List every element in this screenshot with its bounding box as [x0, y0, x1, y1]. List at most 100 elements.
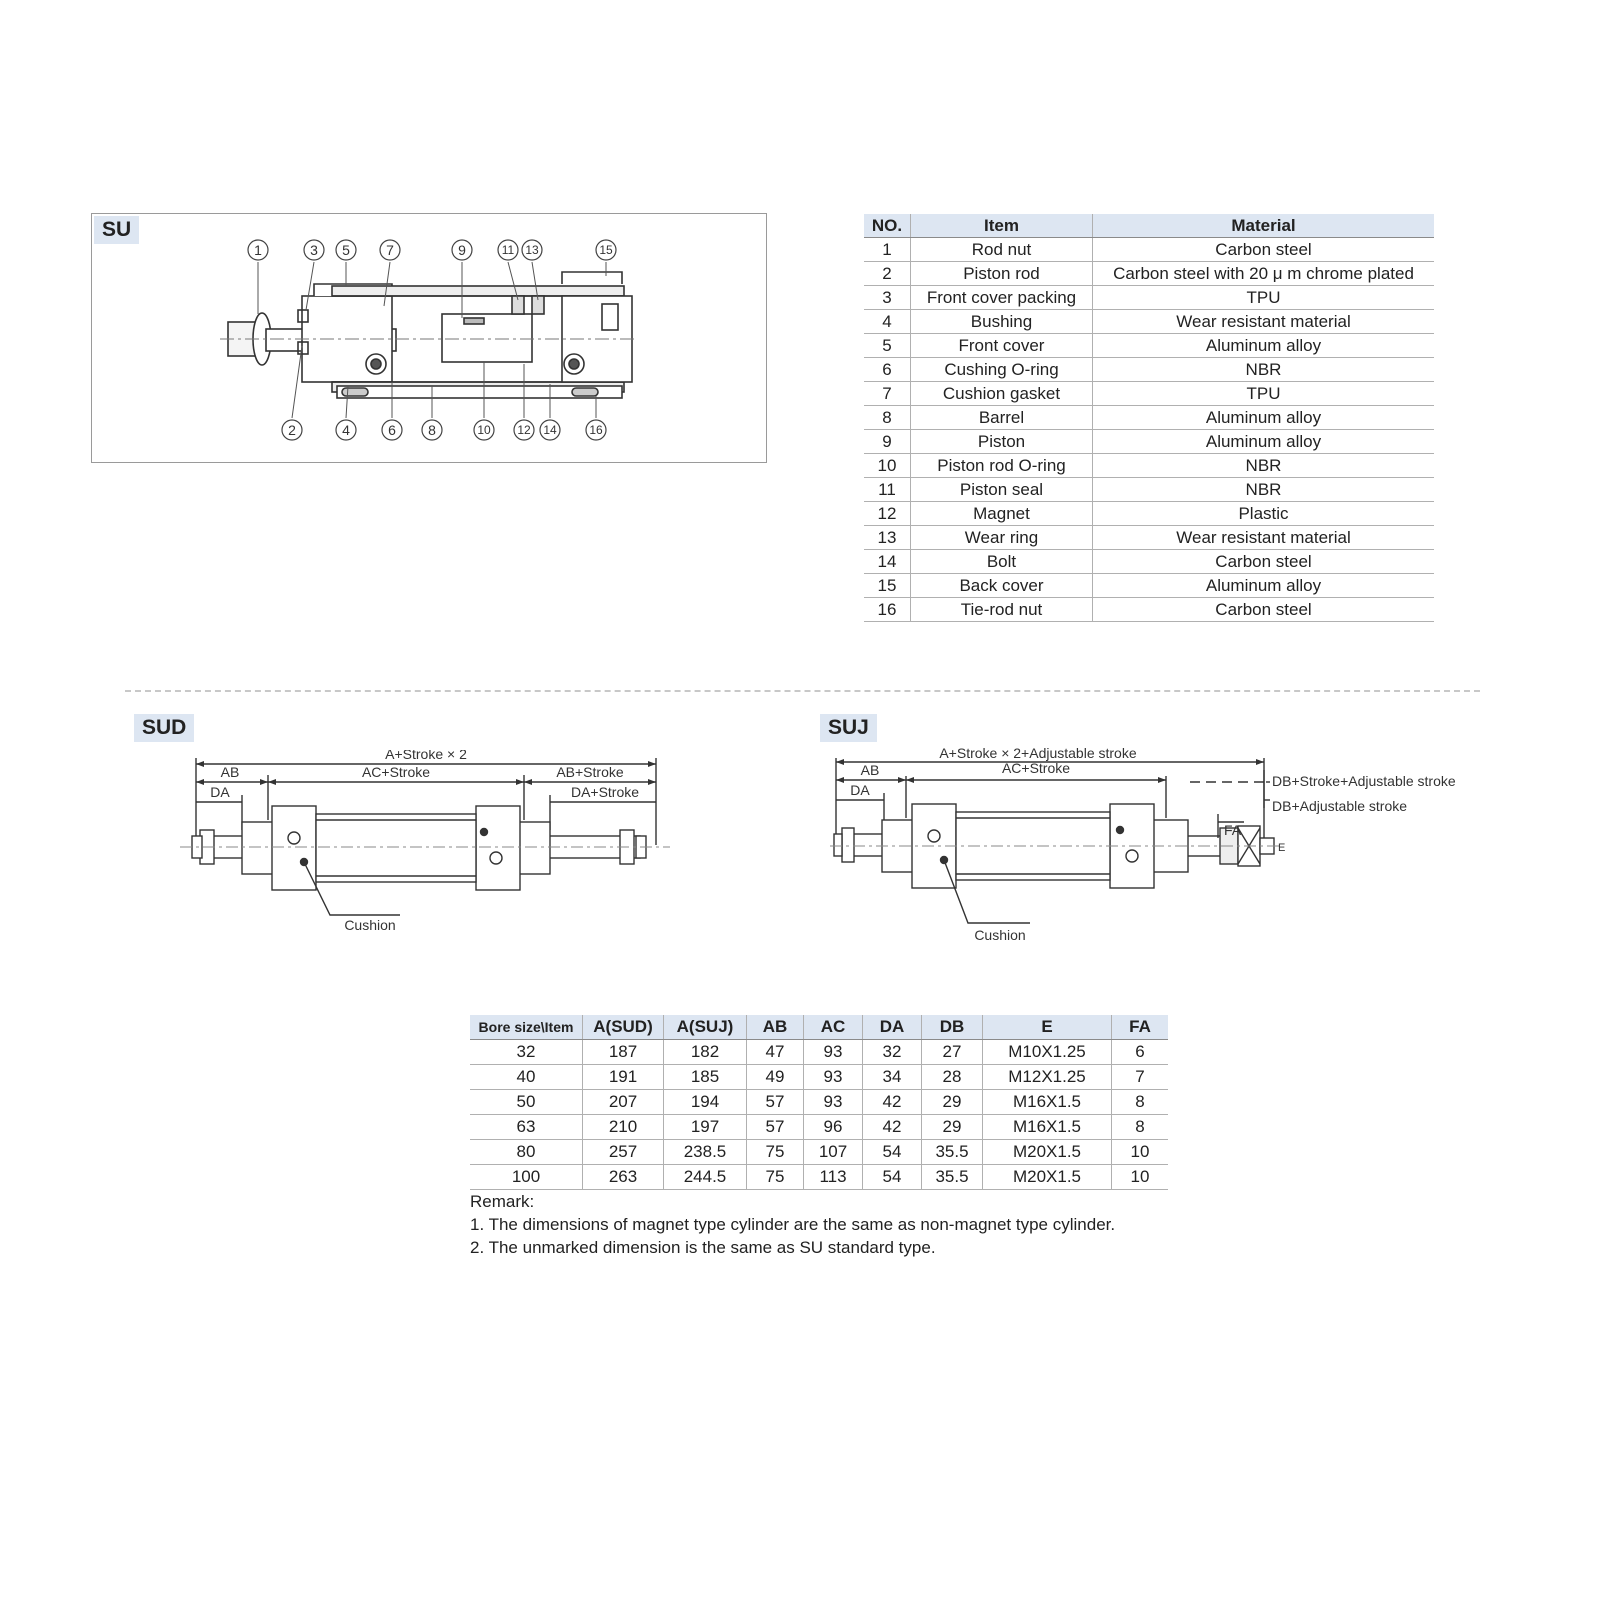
dims-col-header: Bore size\Item — [470, 1015, 583, 1040]
col-item: Item — [910, 214, 1093, 238]
callout-label: 16 — [589, 423, 603, 437]
dims-cell: 28 — [921, 1064, 983, 1090]
dims-cell: 187 — [582, 1039, 664, 1065]
part-item: Magnet — [910, 501, 1093, 526]
dims-cell: 96 — [803, 1114, 863, 1140]
callout-2 — [281, 419, 303, 441]
part-no: 15 — [864, 573, 911, 598]
part-material: Plastic — [1092, 501, 1434, 526]
dims-cell: 42 — [862, 1089, 922, 1115]
callout-label: 6 — [388, 422, 396, 438]
col-material: Material — [1092, 214, 1434, 238]
part-material: Aluminum alloy — [1092, 333, 1434, 358]
dims-col-header: FA — [1111, 1015, 1168, 1040]
suj-dim-db-stroke: DB+Stroke+Adjustable stroke — [1272, 773, 1456, 789]
dims-cell: 10 — [1111, 1164, 1168, 1190]
sud-label: SUD — [134, 714, 195, 742]
dims-col-header: E — [982, 1015, 1112, 1040]
callout-label: 2 — [288, 422, 296, 438]
part-item: Barrel — [910, 405, 1093, 430]
dims-cell: 185 — [663, 1064, 747, 1090]
part-item: Piston rod O-ring — [910, 453, 1093, 478]
sud-drawing: A+Stroke × 2 AB AC+Stroke AB+Stroke DA D… — [180, 750, 670, 933]
dims-cell: 238.5 — [663, 1139, 747, 1165]
part-item: Front cover packing — [910, 285, 1093, 310]
sud-dim-ab-stroke: AB+Stroke — [556, 764, 624, 780]
part-item: Bushing — [910, 309, 1093, 334]
dims-cell: 100 — [470, 1164, 583, 1190]
remarks: Remark: 1. The dimensions of magnet type… — [470, 1190, 1115, 1259]
suj-dim-fa: FA — [1224, 822, 1242, 838]
dims-col-header: DA — [862, 1015, 922, 1040]
callout-1 — [247, 239, 269, 261]
part-material: NBR — [1092, 357, 1434, 382]
dims-cell: 50 — [470, 1089, 583, 1115]
su-label: SU — [94, 216, 140, 244]
dims-cell: 8 — [1111, 1114, 1168, 1140]
dims-cell: 29 — [921, 1114, 983, 1140]
part-material: NBR — [1092, 453, 1434, 478]
dims-cell: 34 — [862, 1064, 922, 1090]
part-no: 16 — [864, 597, 911, 622]
remarks-title: Remark: — [470, 1192, 535, 1211]
dims-cell: 54 — [862, 1164, 922, 1190]
sud-dim-ac: AC+Stroke — [362, 764, 430, 780]
callout-label: 12 — [517, 423, 531, 437]
part-no: 5 — [864, 333, 911, 358]
callout-label: 11 — [502, 243, 515, 257]
su-callouts: 1 3 5 7 9 11 13 15 2 4 6 8 10 12 14 16 — [247, 239, 617, 441]
part-no: 7 — [864, 381, 911, 406]
callout-9 — [451, 239, 473, 261]
part-no: 4 — [864, 309, 911, 334]
part-item: Piston seal — [910, 477, 1093, 502]
callout-label: 3 — [310, 242, 318, 258]
dims-cell: M20X1.5 — [982, 1139, 1112, 1165]
callout-3 — [303, 239, 325, 261]
callout-11 — [497, 239, 519, 261]
part-item: Bolt — [910, 549, 1093, 574]
dims-cell: 63 — [470, 1114, 583, 1140]
callout-10 — [473, 419, 495, 441]
part-no: 2 — [864, 261, 911, 286]
callout-5 — [335, 239, 357, 261]
part-material: Carbon steel — [1092, 597, 1434, 622]
callout-label: 1 — [254, 242, 262, 258]
dims-col-header: A(SUJ) — [663, 1015, 747, 1040]
remark-line-1: 1. The dimensions of magnet type cylinde… — [470, 1215, 1116, 1234]
part-item: Cushing O-ring — [910, 357, 1093, 382]
part-no: 8 — [864, 405, 911, 430]
dims-cell: 244.5 — [663, 1164, 747, 1190]
part-item: Back cover — [910, 573, 1093, 598]
sud-cushion-label: Cushion — [344, 917, 395, 933]
part-item: Wear ring — [910, 525, 1093, 550]
su-section-panel: SU — [91, 213, 767, 463]
dims-cell: 57 — [746, 1089, 804, 1115]
part-material: TPU — [1092, 285, 1434, 310]
su-cross-section-drawing — [220, 261, 637, 419]
section-divider — [125, 690, 1480, 692]
suj-dim-db: DB+Adjustable stroke — [1272, 798, 1407, 814]
callout-label: 7 — [386, 242, 394, 258]
dims-cell: 29 — [921, 1089, 983, 1115]
callout-label: 4 — [342, 422, 350, 438]
dims-cell: M12X1.25 — [982, 1064, 1112, 1090]
part-no: 1 — [864, 237, 911, 262]
sud-dim-da-stroke: DA+Stroke — [571, 784, 639, 800]
dims-cell: 93 — [803, 1089, 863, 1115]
part-material: Carbon steel — [1092, 237, 1434, 262]
